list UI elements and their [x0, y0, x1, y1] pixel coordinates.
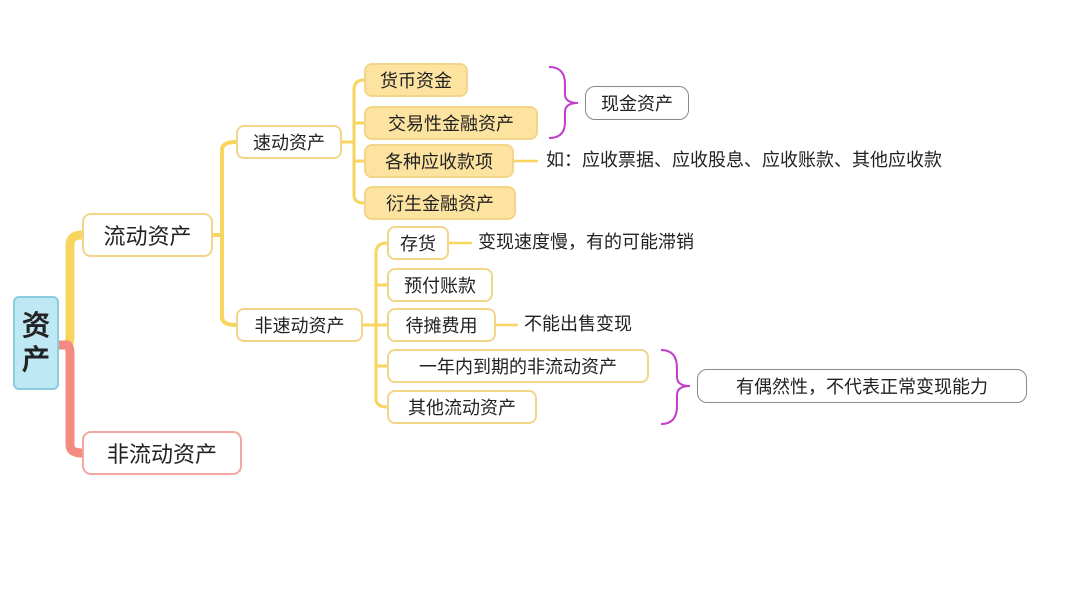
node-trading-financial-assets-label: 交易性金融资产 [388, 114, 514, 135]
node-noncurrent-due-within-year[interactable]: 一年内到期的非流动资产 [387, 349, 649, 383]
note-occasional-label: 有偶然性，不代表正常变现能力 [736, 377, 988, 398]
note-cash-assets-label: 现金资产 [601, 94, 673, 115]
brace-cash [548, 66, 579, 139]
node-other-current-assets-label: 其他流动资产 [408, 398, 516, 419]
node-noncurrent-assets[interactable]: 非流动资产 [82, 431, 242, 475]
node-deferred-expenses-label: 待摊费用 [405, 316, 478, 337]
node-deferred-expenses[interactable]: 待摊费用 [387, 308, 496, 342]
root-label: 资产 [21, 309, 50, 376]
node-receivables[interactable]: 各种应收款项 [364, 144, 514, 178]
link-root-current [53, 230, 87, 350]
node-inventory[interactable]: 存货 [387, 226, 449, 260]
node-quick-assets[interactable]: 速动资产 [236, 125, 342, 159]
link-current-nonquick [213, 233, 237, 327]
node-trading-financial-assets[interactable]: 交易性金融资产 [364, 106, 538, 140]
node-other-current-assets[interactable]: 其他流动资产 [387, 390, 537, 424]
node-derivative-financial-assets[interactable]: 衍生金融资产 [364, 186, 516, 220]
node-derivative-financial-assets-label: 衍生金融资产 [386, 194, 494, 215]
node-nonquick-assets[interactable]: 非速动资产 [236, 308, 363, 342]
note-receivables-examples: 如：应收票据、应收股息、应收账款、其他应收款 [546, 150, 942, 171]
node-inventory-label: 存货 [400, 234, 436, 255]
link-current-quick [213, 140, 237, 237]
node-noncurrent-assets-label: 非流动资产 [106, 443, 217, 468]
note-inventory: 变现速度慢，有的可能滞销 [478, 232, 694, 253]
link-nonquick-children [363, 241, 388, 409]
node-nonquick-assets-label: 非速动资产 [254, 316, 345, 337]
root-node-assets[interactable]: 资产 [13, 296, 59, 390]
note-occasional[interactable]: 有偶然性，不代表正常变现能力 [697, 369, 1027, 403]
node-noncurrent-due-within-year-label: 一年内到期的非流动资产 [419, 357, 617, 378]
node-quick-assets-label: 速动资产 [253, 133, 325, 154]
node-current-assets-label: 流动资产 [103, 225, 192, 250]
node-prepayments[interactable]: 预付账款 [387, 268, 493, 302]
note-cash-assets[interactable]: 现金资产 [585, 86, 689, 120]
node-cash-funds-label: 货币资金 [380, 71, 452, 92]
link-root-noncurrent [53, 340, 87, 458]
node-receivables-label: 各种应收款项 [385, 152, 493, 173]
node-prepayments-label: 预付账款 [404, 276, 476, 297]
node-cash-funds[interactable]: 货币资金 [364, 63, 468, 97]
link-quick-children [342, 78, 365, 205]
node-current-assets[interactable]: 流动资产 [82, 213, 213, 257]
note-prepaid: 不能出售变现 [524, 314, 632, 335]
brace-occasional [660, 349, 691, 425]
